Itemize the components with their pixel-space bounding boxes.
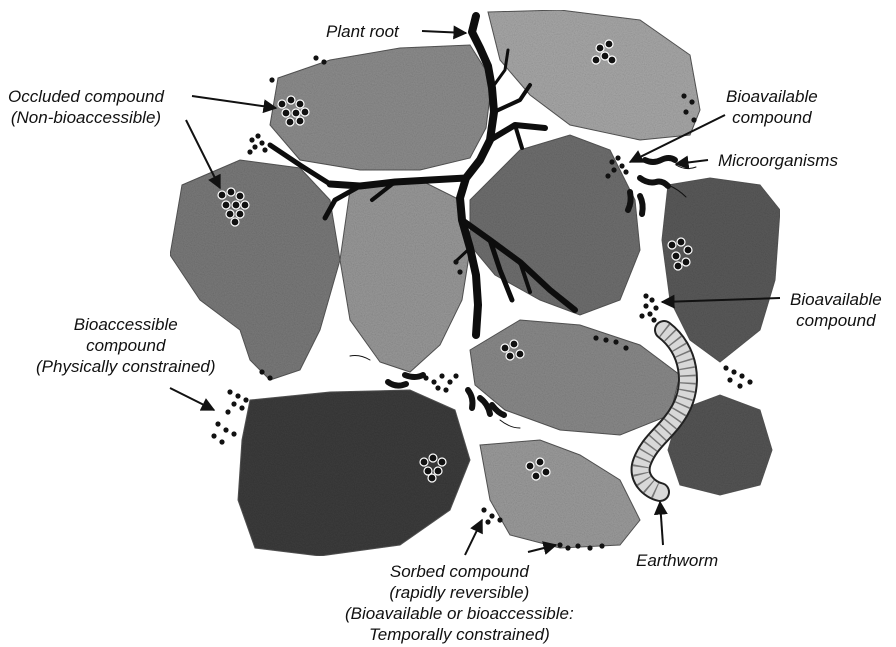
plant-root-label: Plant root	[326, 21, 399, 42]
bioaccessible-line-3: (Physically constrained)	[36, 356, 216, 377]
sorbed-line-4: Temporally constrained)	[345, 624, 574, 645]
bioavailable-top-line-1: Bioavailable	[726, 86, 818, 107]
bioaccessible-line-1: Bioaccessible	[36, 314, 216, 335]
occluded-line-2: (Non-bioaccessible)	[8, 107, 164, 128]
sorbed-line-3: (Bioavailable or bioaccessible:	[345, 603, 574, 624]
bioavailable-right-line-2: compound	[790, 310, 882, 331]
aggregate-top-right	[488, 10, 700, 140]
bioavailable-right-line-1: Bioavailable	[790, 289, 882, 310]
microorganisms-text: Microorganisms	[718, 150, 838, 171]
occluded-compound-label: Occluded compound (Non-bioaccessible)	[8, 86, 164, 128]
earthworm-label: Earthworm	[636, 550, 718, 571]
bioavailable-compound-right-label: Bioavailable compound	[790, 289, 882, 331]
bioavailable-top-line-2: compound	[726, 107, 818, 128]
occluded-line-1: Occluded compound	[8, 86, 164, 107]
sorbed-compound-label: Sorbed compound (rapidly reversible) (Bi…	[345, 561, 574, 645]
bioavailable-compound-top-label: Bioavailable compound	[726, 86, 818, 128]
earthworm-text: Earthworm	[636, 550, 718, 571]
aggregate-top-left	[270, 45, 492, 170]
aggregate-center	[340, 180, 470, 372]
sorbed-line-2: (rapidly reversible)	[345, 582, 574, 603]
bioaccessible-compound-label: Bioaccessible compound (Physically const…	[36, 314, 216, 377]
bioaccessible-line-2: compound	[36, 335, 216, 356]
aggregate-bottom-center	[480, 440, 640, 548]
aggregate-mid	[470, 320, 680, 435]
plant-root-text: Plant root	[326, 21, 399, 42]
microorganisms-label: Microorganisms	[718, 150, 838, 171]
sorbed-line-1: Sorbed compound	[345, 561, 574, 582]
